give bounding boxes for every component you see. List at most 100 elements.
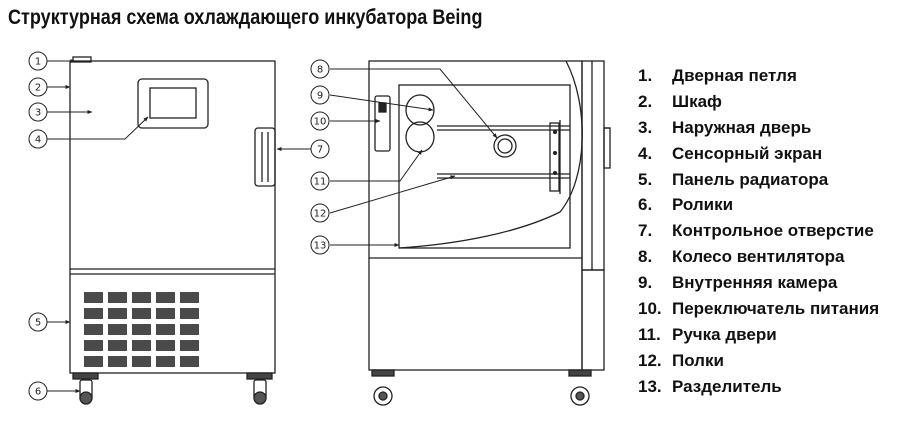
legend-item-label: Наружная дверь	[672, 117, 812, 137]
radiator-vent	[180, 340, 199, 351]
legend-item: 3. Наружная дверь	[638, 115, 879, 141]
inner-chamber	[398, 84, 571, 249]
callout-number: 8	[317, 65, 323, 76]
legend-item-number: 6.	[638, 195, 653, 215]
radiator-vent	[156, 340, 175, 351]
callout-6: 6	[28, 381, 48, 401]
shelf-rack	[549, 122, 560, 192]
callout-number: 2	[35, 83, 41, 94]
radiator-vent	[156, 356, 175, 367]
radiator-vent	[108, 292, 127, 303]
radiator-vent	[108, 324, 127, 335]
legend-item-label: Переключатель питания	[672, 299, 880, 319]
callout-number: 1	[35, 57, 41, 68]
callout-number: 12	[314, 209, 327, 220]
front-view	[69, 56, 276, 405]
caster-side-right	[570, 386, 590, 406]
callout-3: 3	[28, 102, 48, 122]
legend-item: 5. Панель радиатора	[638, 167, 879, 193]
callout-5: 5	[28, 312, 48, 332]
radiator-vent	[132, 356, 151, 367]
caster-right	[253, 379, 267, 405]
radiator-vent	[156, 308, 175, 319]
radiator-vent	[108, 340, 127, 351]
radiator-vent	[84, 324, 103, 335]
leader-lines	[47, 59, 498, 393]
callout-number: 7	[317, 145, 323, 156]
side-view	[368, 60, 611, 406]
legend-item-label: Панель радиатора	[672, 169, 829, 189]
legend-item-label: Внутренняя камера	[672, 273, 838, 293]
radiator-vent	[84, 340, 103, 351]
callout-13: 13	[310, 235, 330, 255]
radiator-vent	[180, 292, 199, 303]
callout-number: 4	[35, 135, 41, 146]
legend-item-label: Сенсорный экран	[672, 143, 823, 163]
legend-item-label: Ролики	[672, 195, 734, 215]
legend-item-label: Контрольное отверстие	[672, 221, 874, 241]
cabinet-front	[69, 60, 276, 374]
radiator-panel	[84, 292, 199, 367]
radiator-vent	[108, 356, 127, 367]
radiator-vent	[108, 308, 127, 319]
callout-number: 6	[35, 387, 41, 398]
touch-screen-display	[149, 87, 197, 119]
callout-number: 9	[317, 91, 323, 102]
legend-item-label: Полки	[672, 350, 724, 370]
fan-wheel	[405, 94, 435, 126]
callout-8: 8	[310, 59, 330, 79]
radiator-vent	[156, 292, 175, 303]
legend-item-number: 1.	[638, 66, 653, 85]
legend-item-number: 8.	[638, 247, 653, 267]
radiator-vent	[180, 308, 199, 319]
radiator-vent	[180, 324, 199, 335]
callout-number: 13	[314, 241, 327, 252]
legend-item: 1.Дверная петля	[638, 63, 879, 89]
legend-item: 13.Разделитель	[638, 374, 879, 400]
callout-10: 10	[310, 111, 330, 131]
callout-4: 4	[28, 129, 48, 149]
legend-item-number: 11.	[638, 324, 661, 344]
legend-item: 11. Ручка двери	[638, 322, 879, 348]
callout-11: 11	[310, 171, 330, 191]
legend-item-number: 12.	[638, 350, 662, 370]
radiator-vent	[132, 308, 151, 319]
legend-item-number: 9.	[638, 273, 653, 293]
callout-number: 3	[35, 108, 41, 119]
legend-item: 12. Полки	[638, 348, 879, 374]
legend-item-number: 3.	[638, 117, 653, 137]
radiator-vent	[132, 324, 151, 335]
legend-item: 9. Внутренняя камера	[638, 270, 879, 296]
radiator-vent	[132, 340, 151, 351]
legend-item-label: Шкаф	[672, 91, 722, 111]
legend-item: 10.Переключатель питания	[638, 296, 879, 322]
legend-item-label: Ручка двери	[672, 324, 777, 344]
legend-item-number: 13.	[638, 376, 662, 396]
touch-screen	[137, 78, 209, 129]
radiator-vent	[84, 356, 103, 367]
radiator-vent	[180, 356, 199, 367]
diagram-title: Структурная схема охлаждающего инкубатор…	[8, 6, 483, 29]
legend-item-label: Колесо вентилятора	[672, 247, 845, 267]
caster-side-left	[373, 386, 393, 406]
open-door-arc	[398, 60, 583, 249]
callout-number: 5	[35, 318, 41, 329]
radiator-vent	[156, 324, 175, 335]
outer-door	[581, 60, 605, 271]
cabinet-side	[368, 60, 583, 371]
radiator-vent	[132, 292, 151, 303]
legend-item-number: 2.	[638, 91, 653, 111]
callout-7: 7	[310, 139, 330, 159]
radiator-vent	[84, 308, 103, 319]
legend-item: 4. Сенсорный экран	[638, 141, 879, 167]
legend-item-number: 4.	[638, 143, 653, 163]
caster-left	[79, 379, 93, 405]
legend-item: 8. Колесо вентилятора	[638, 244, 879, 270]
callout-12: 12	[310, 203, 330, 223]
legend-item-number: 5.	[638, 169, 653, 189]
legend-item-number: 7.	[638, 221, 653, 241]
callout-number: 11	[314, 177, 327, 188]
power-switch	[254, 127, 276, 187]
